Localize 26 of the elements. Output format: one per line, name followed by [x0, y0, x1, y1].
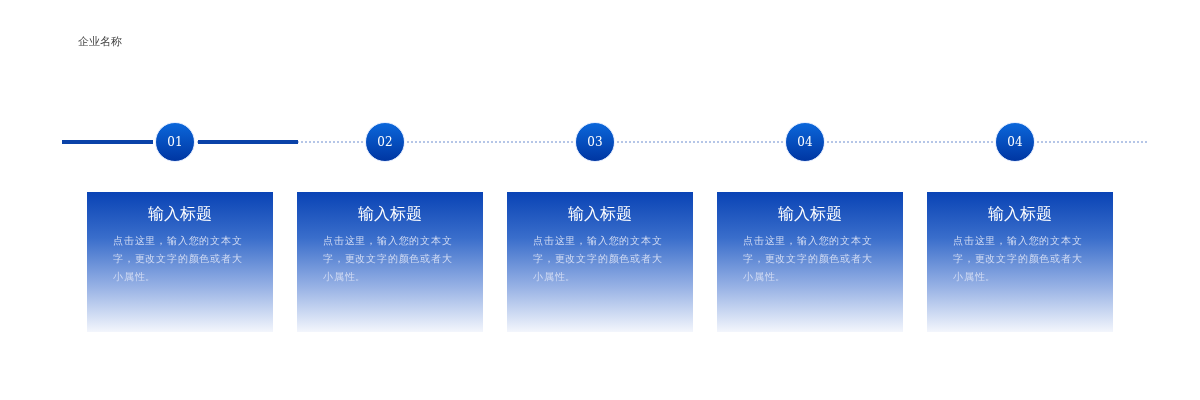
card-title: 输入标题 [988, 203, 1052, 225]
step-card [717, 192, 903, 332]
connector-line [62, 140, 153, 144]
step-card [297, 192, 483, 332]
connector-line [1036, 141, 1148, 143]
step-number-circle: 03 [575, 122, 615, 162]
step-number-circle: 04 [785, 122, 825, 162]
card-description: 点击这里，输入您的文本文字，更改文字的颜色或者大小属性。 [743, 234, 874, 284]
card-title: 输入标题 [358, 203, 422, 225]
card-description: 点击这里，输入您的文本文字，更改文字的颜色或者大小属性。 [113, 234, 244, 284]
header-label: 企业名称 [78, 34, 122, 48]
step-card [87, 192, 273, 332]
step-card [927, 192, 1113, 332]
card-title: 输入标题 [568, 203, 632, 225]
card-title: 输入标题 [778, 203, 842, 225]
card-description: 点击这里，输入您的文本文字，更改文字的颜色或者大小属性。 [323, 234, 454, 284]
step-number-circle: 01 [155, 122, 195, 162]
connector-line [826, 141, 994, 143]
step-card [507, 192, 693, 332]
connector-line [406, 141, 574, 143]
card-description: 点击这里，输入您的文本文字，更改文字的颜色或者大小属性。 [533, 234, 664, 284]
step-number-circle: 02 [365, 122, 405, 162]
step-number-circle: 04 [995, 122, 1035, 162]
connector-line [616, 141, 784, 143]
card-title: 输入标题 [148, 203, 212, 225]
card-description: 点击这里，输入您的文本文字，更改文字的颜色或者大小属性。 [953, 234, 1084, 284]
